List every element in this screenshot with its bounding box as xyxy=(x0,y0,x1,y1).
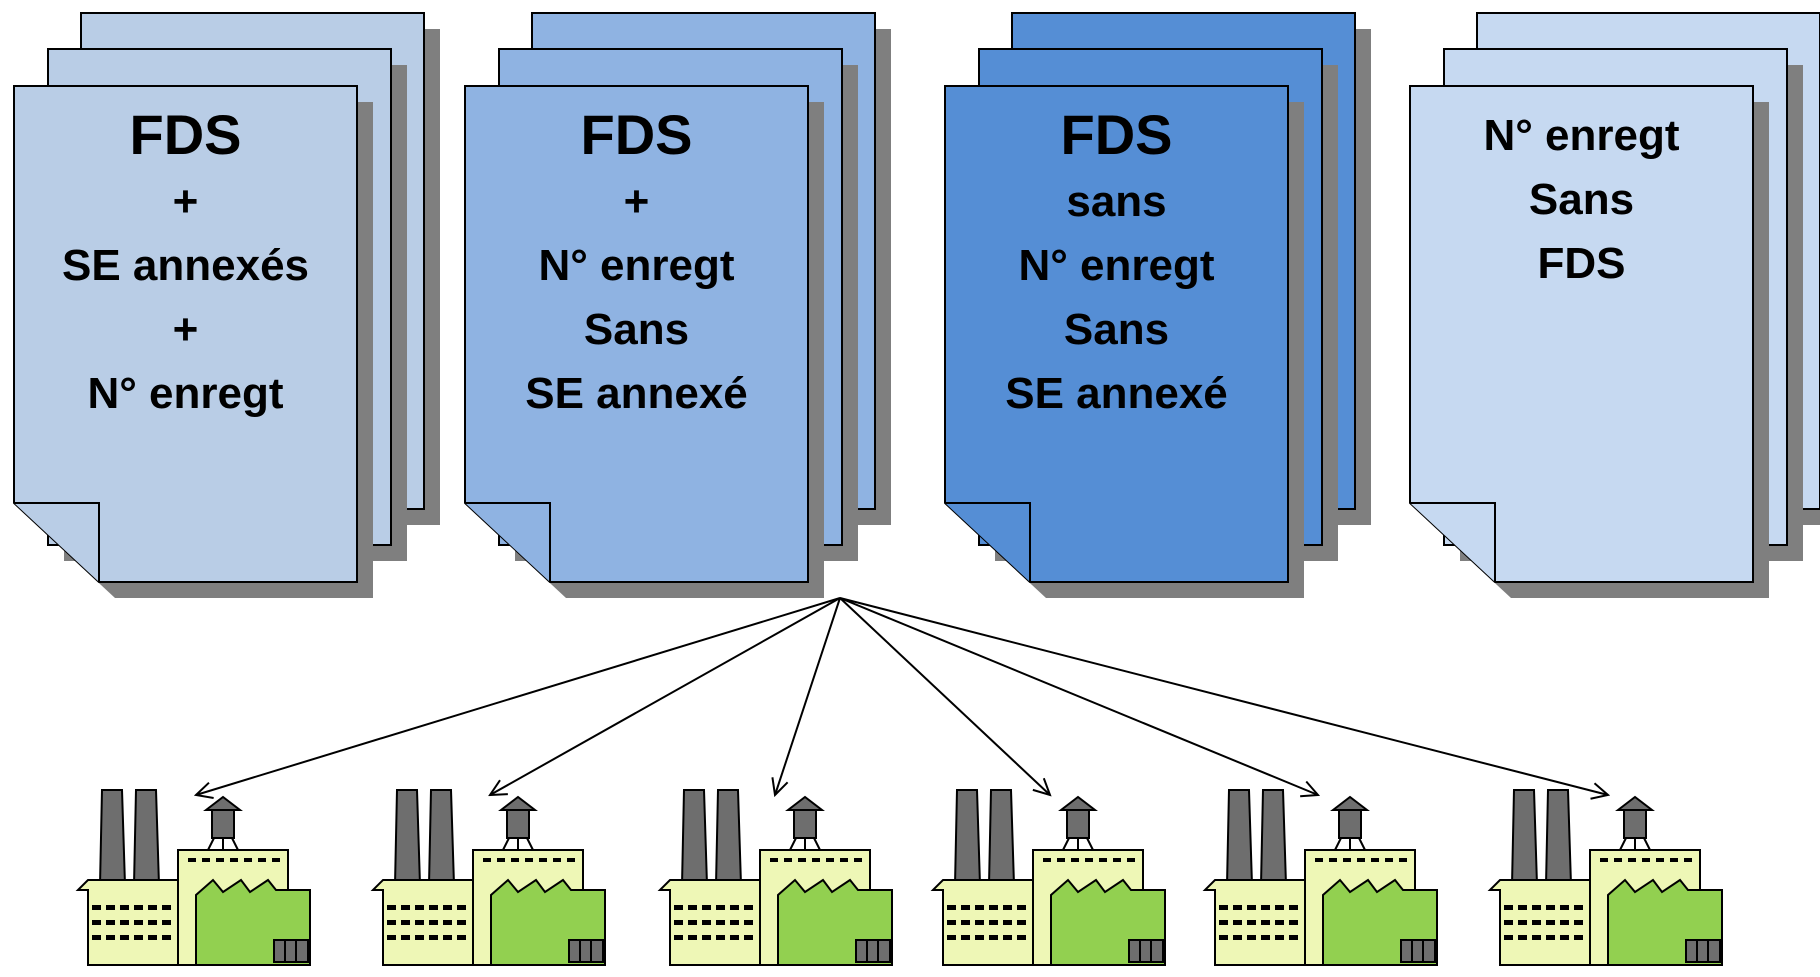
document-stack-3 xyxy=(944,12,1371,598)
document-text-line: + xyxy=(623,177,650,226)
document-stacks xyxy=(13,12,1820,598)
front-page xyxy=(464,85,809,583)
page-fold xyxy=(14,501,100,582)
document-text-line: FDS xyxy=(580,103,693,166)
document-text-line: FDS xyxy=(1537,239,1626,288)
document-text-line: N° enregt xyxy=(538,241,735,290)
page-fold xyxy=(1410,501,1496,582)
document-stack-1 xyxy=(13,12,440,598)
factory-icon xyxy=(1203,788,1439,977)
document-text-line: SE annexé xyxy=(525,369,748,418)
front-page xyxy=(944,85,1289,583)
front-page xyxy=(13,85,358,583)
document-stack-2 xyxy=(464,12,891,598)
document-text-line: SE annexés xyxy=(61,241,310,290)
document-text-line: FDS xyxy=(1060,103,1173,166)
document-text-line: SE annexé xyxy=(1005,369,1228,418)
front-page xyxy=(1409,85,1754,583)
document-text-line: Sans xyxy=(1528,175,1635,224)
arrow xyxy=(839,597,1318,795)
document-text-line: N° enregt xyxy=(1483,111,1680,160)
factory-icon xyxy=(371,788,607,977)
factory-icon xyxy=(931,788,1167,977)
document-text-line: + xyxy=(172,305,199,354)
arrow xyxy=(839,597,1050,795)
factories-row xyxy=(76,788,1724,977)
factory-icon xyxy=(76,788,312,977)
document-text-line: Sans xyxy=(1063,305,1170,354)
arrow xyxy=(196,597,841,795)
document-text-line: Sans xyxy=(583,305,690,354)
arrow xyxy=(775,597,841,795)
distribution-arrows xyxy=(196,597,1608,795)
arrow xyxy=(490,597,841,795)
arrow xyxy=(839,597,1608,795)
document-text-line: N° enregt xyxy=(87,369,284,418)
document-label-1: FDS + SE annexés + N° enregt xyxy=(14,100,357,426)
factory-icon xyxy=(1488,788,1724,977)
factory-icon xyxy=(658,788,894,977)
document-stack-4 xyxy=(1409,12,1820,598)
page-fold xyxy=(945,501,1031,582)
document-text-line: sans xyxy=(1066,177,1167,226)
document-text-line: FDS xyxy=(129,103,242,166)
page-fold xyxy=(465,501,551,582)
document-text-line: + xyxy=(172,177,199,226)
document-text-line: N° enregt xyxy=(1018,241,1215,290)
